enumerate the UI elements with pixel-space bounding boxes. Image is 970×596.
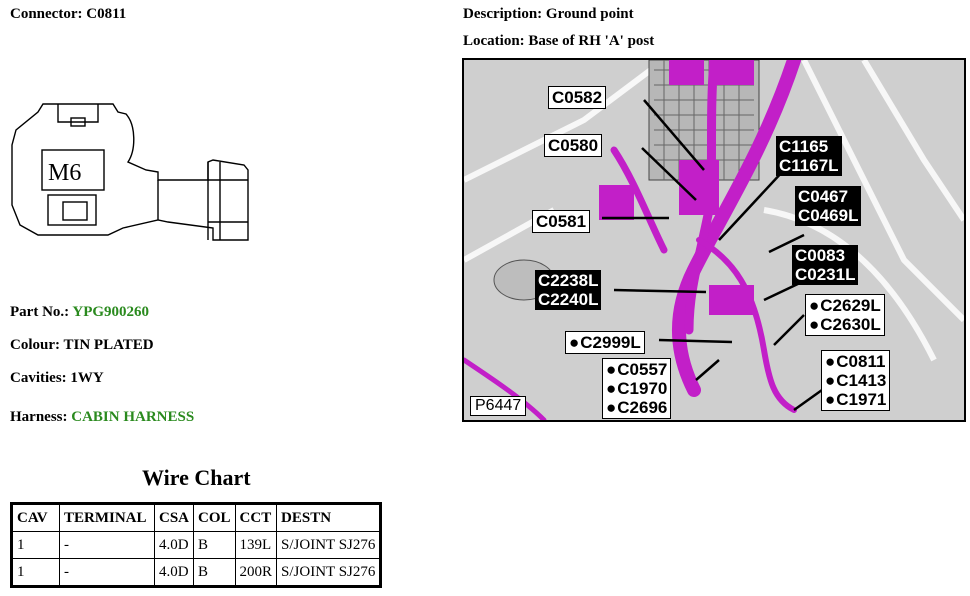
header-cct: CCT xyxy=(234,503,278,532)
description-field: Description: Ground point xyxy=(463,6,634,23)
part-no-value[interactable]: YPG900260 xyxy=(72,304,150,320)
location-field: Location: Base of RH 'A' post xyxy=(463,33,654,50)
callout-c2999: C2999L xyxy=(565,331,645,354)
cell-csa: 4.0D xyxy=(153,558,195,587)
cavities-field: Cavities: 1WY xyxy=(10,370,104,387)
cell-col: B xyxy=(193,531,236,559)
cell-cav: 1 xyxy=(11,531,60,559)
harness-label: Harness: xyxy=(10,409,68,425)
callout-c0083: C0083 C0231L xyxy=(792,245,859,285)
callout-c0582: C0582 xyxy=(548,86,607,109)
part-no-label: Part No.: xyxy=(10,304,70,320)
cavities-label: Cavities: xyxy=(10,370,67,386)
part-no-field: Part No.: YPG900260 xyxy=(10,304,149,321)
callout-c2238: C2238L C2240L xyxy=(535,270,602,310)
header-cav: CAV xyxy=(11,503,60,532)
callout-c0557: C0557 C1970 C2696 xyxy=(602,358,672,419)
cell-destn: S/JOINT SJ276 xyxy=(276,531,382,559)
callout-c0811: C0811 C1413 C1971 xyxy=(821,350,891,411)
location-photo-graphic xyxy=(464,60,964,420)
connector-value: C0811 xyxy=(86,6,127,22)
wire-chart-title: Wire Chart xyxy=(142,465,251,490)
cell-col: B xyxy=(193,558,236,587)
callout-c0467: C0467 C0469L xyxy=(795,186,862,226)
connector-stud-label: M6 xyxy=(48,160,81,186)
cell-cct: 139L xyxy=(234,531,278,559)
header-destn: DESTN xyxy=(276,503,382,532)
description-label: Description: xyxy=(463,6,543,22)
harness-value[interactable]: CABIN HARNESS xyxy=(71,409,195,425)
location-photo: C0582 C0580 C0581 C1165 C1167L C0467 C04… xyxy=(462,58,966,422)
harness-field: Harness: CABIN HARNESS xyxy=(10,409,194,426)
photo-reference-label: P6447 xyxy=(470,396,527,416)
colour-value: TIN PLATED xyxy=(63,337,154,353)
location-label: Location: xyxy=(463,33,525,49)
cell-terminal: - xyxy=(59,531,155,559)
table-row: 1 - 4.0D B 200R S/JOINT SJ276 xyxy=(11,558,382,587)
cell-terminal: - xyxy=(59,558,155,587)
callout-c0581: C0581 xyxy=(532,210,591,233)
connector-label: Connector: xyxy=(10,6,83,22)
cell-cav: 1 xyxy=(11,558,60,587)
description-value: Ground point xyxy=(545,6,634,22)
location-value: Base of RH 'A' post xyxy=(528,33,655,49)
cell-csa: 4.0D xyxy=(153,531,195,559)
callout-c1165: C1165 C1167L xyxy=(776,136,842,176)
cell-destn: S/JOINT SJ276 xyxy=(276,558,382,587)
colour-label: Colour: xyxy=(10,337,60,353)
colour-field: Colour: TIN PLATED xyxy=(10,337,154,354)
cell-cct: 200R xyxy=(234,558,278,587)
header-terminal: TERMINAL xyxy=(59,503,155,532)
callout-c0580: C0580 xyxy=(544,134,603,157)
callout-c2629: C2629L C2630L xyxy=(805,294,885,336)
header-col: COL xyxy=(193,503,236,532)
wire-chart-header-row: CAV TERMINAL CSA COL CCT DESTN xyxy=(11,503,382,532)
connector-drawing: M6 xyxy=(11,103,249,241)
table-row: 1 - 4.0D B 139L S/JOINT SJ276 xyxy=(11,531,382,559)
wire-chart-table: CAV TERMINAL CSA COL CCT DESTN 1 - 4.0D … xyxy=(10,502,383,588)
connector-field: Connector: C0811 xyxy=(10,6,126,23)
header-csa: CSA xyxy=(153,503,195,532)
cavities-value: 1WY xyxy=(70,370,104,386)
